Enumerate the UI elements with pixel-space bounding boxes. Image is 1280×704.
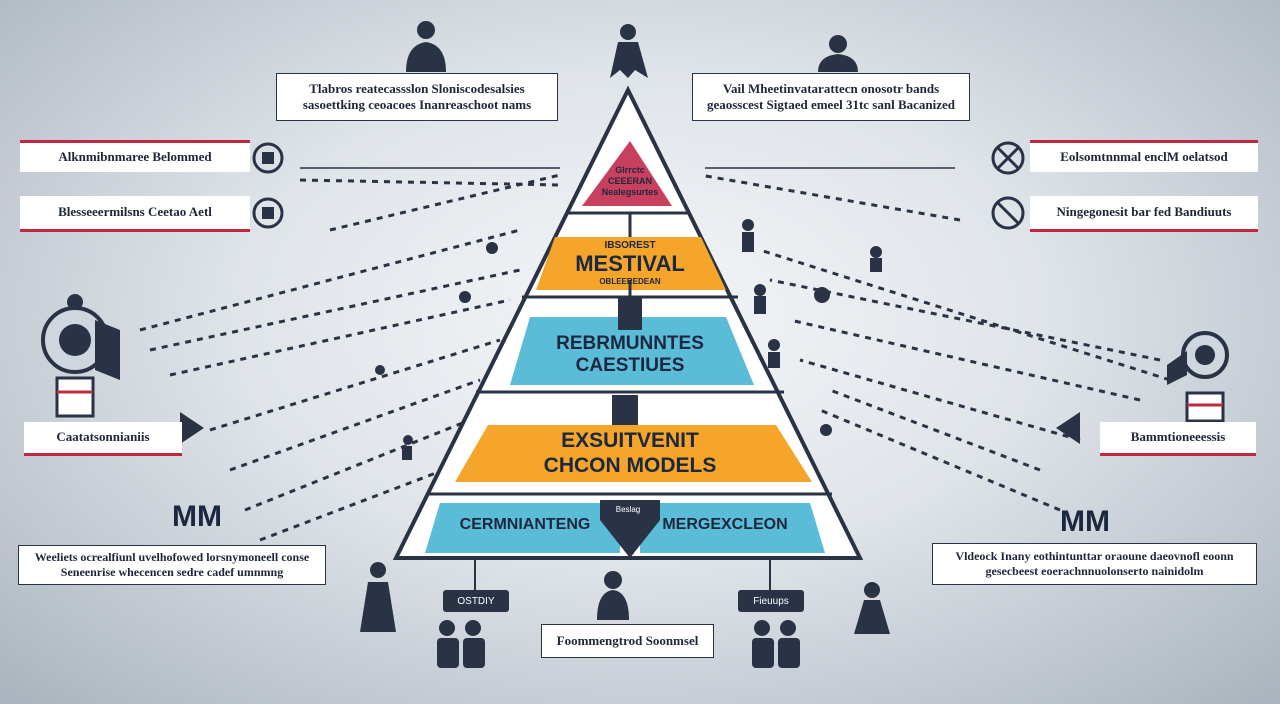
info-line: sasoettking ceoacoes Inanreaschoot nams [302,97,532,112]
tier1-line: CEEERAN [607,175,652,186]
tier5-tag: Beslag [606,502,650,516]
tier2-title: MESTIVAL [575,251,685,276]
right-banner-2: Ningegonesit bar fed Bandiuuts [1030,196,1258,232]
info-line: Vldeock Inany eothintunttar oraoune daeo… [955,549,1234,563]
network-icon [991,141,1025,175]
right-banner-1: Eolsomtnnmal enclM oelatsod [1030,140,1258,172]
tier4-fill [455,425,812,482]
person-icon [360,562,396,632]
tier4-line: EXSUITVENIT [561,429,699,452]
tier2-caption: OBLEEREDEAN [599,277,661,286]
tier5-right-fill [640,503,825,553]
info-line: Tlabros reatecassslon Sloniscodesalsies [309,80,525,96]
leader-icon [610,24,648,78]
top-left-info-box: Tlabros reatecassslon Sloniscodesalsies … [276,73,558,121]
info-line: Weeliets ocrealfiunl uvelhofowed lorsnym… [34,550,310,564]
presenter-icon [406,21,446,72]
tier3-text: REBRMUNNTES CAESTIUES [520,333,740,377]
megaphone-icon [41,294,120,418]
top-right-info-box: Vail Mheetinvatarattecn onosotr bands ge… [692,73,970,121]
left-banner-3: Caatatsonnianiis [24,422,182,456]
tier3-line: CAESTIUES [575,354,685,376]
thumbs-up-icon [252,197,284,229]
thumbs-up-icon [1056,412,1080,444]
bottom-left-info-box: Weeliets ocrealfiunl uvelhofowed lorsnym… [18,545,326,585]
banner-label: Alknmibnmaree Belommed [58,149,212,165]
banner-label: Caatatsonnianiis [56,429,150,445]
connector-lines-right [699,173,1171,512]
right-banner-3: Bammtioneeessis [1100,422,1256,456]
center-label: Foommengtrod Soonmsel [556,632,699,648]
tier3-line: REBRMUNNTES [556,333,704,354]
tier2-text: IBSOREST MESTIVAL OBLEEREDEAN [545,240,715,286]
banner-label: Bammtioneeessis [1130,429,1226,445]
tier5-right-text: MERGEXCLEON [662,516,788,533]
tier3-fill [510,317,754,385]
side-mark-right: MM [1060,505,1110,538]
tier5-left-fill [425,503,620,553]
info-line: Vail Mheetinvatarattecn onosotr bands [722,80,940,96]
banner-label: Blesseeermilsns Ceetao Aetl [58,204,212,220]
tier1-line: Glrrctc [615,165,645,175]
side-mark-left: MM [172,500,222,533]
left-tag: OSTDIY [443,590,509,612]
audience-icon [752,620,800,668]
right-tag: Fieuups [738,590,804,612]
info-line: geaosscest Sigtaed emeel 31tc sanl Bacan… [706,97,956,112]
thumbs-up-icon [252,142,284,174]
tier2-fill [536,237,726,290]
tier1-fill [582,141,672,206]
tier4-text: EXSUITVENIT CHCON MODELS [480,428,780,478]
thumbs-up-icon [180,412,204,444]
network-icon [991,196,1025,230]
person-icon [854,582,890,634]
tier1-line: Nealegsurtes [601,186,659,197]
executive-icon [818,35,858,72]
banner-label: Ningegonesit bar fed Bandiuuts [1056,204,1232,220]
bottom-center-box: Foommengtrod Soonmsel [541,624,714,658]
info-line: Seneenrise whecencen sedre cadef umnmng [60,565,284,579]
tier4-line: CHCON MODELS [543,454,717,478]
connector-lines-left [139,173,561,542]
bottom-right-info-box: Vldeock Inany eothintunttar oraoune daeo… [932,543,1257,585]
tier2-subtitle: IBSOREST [604,240,656,251]
pyramid [392,85,864,560]
left-banner-1: Alknmibnmaree Belommed [20,140,250,172]
megaphone-icon [1167,331,1229,423]
banner-label: Eolsomtnnmal enclM oelatsod [1060,149,1228,165]
left-banner-2: Blesseeermilsns Ceetao Aetl [20,196,250,232]
audience-icon [437,620,485,668]
info-line: gesecbeest eoerachnnuolonserto nainidolm [985,564,1204,578]
tier5-left-text: CERMNIANTENG [459,516,591,533]
bottom-connectors [474,558,771,592]
tier1-text: Glrrctc CEEERAN Nealegsurtes [582,165,678,197]
person-icon [597,571,629,620]
